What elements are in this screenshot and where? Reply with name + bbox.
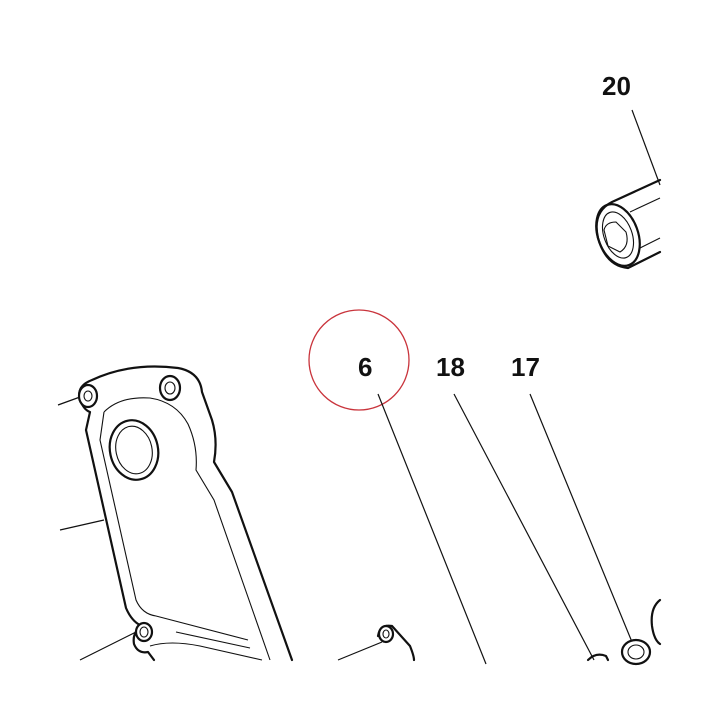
leader-line-6 (377, 393, 487, 665)
right-edge-partial-part (650, 598, 662, 646)
callout-18-label[interactable]: 18 (436, 352, 465, 382)
callout-6-highlight-circle (308, 309, 410, 411)
callout-20-label[interactable]: 20 (602, 71, 631, 101)
callout-6-label[interactable]: 6 (358, 352, 372, 382)
lower-lug-part (376, 624, 416, 662)
part-17-washer (620, 638, 652, 666)
leader-line-20 (631, 109, 661, 186)
leader-line-18 (453, 393, 595, 661)
leader-line-17 (529, 393, 633, 643)
left-leader-stubs (57, 396, 383, 661)
main-bracket-arm (77, 365, 294, 662)
callout-17-label[interactable]: 17 (511, 352, 540, 382)
part-20-bushing (595, 178, 662, 270)
part-18-ring (586, 653, 610, 662)
